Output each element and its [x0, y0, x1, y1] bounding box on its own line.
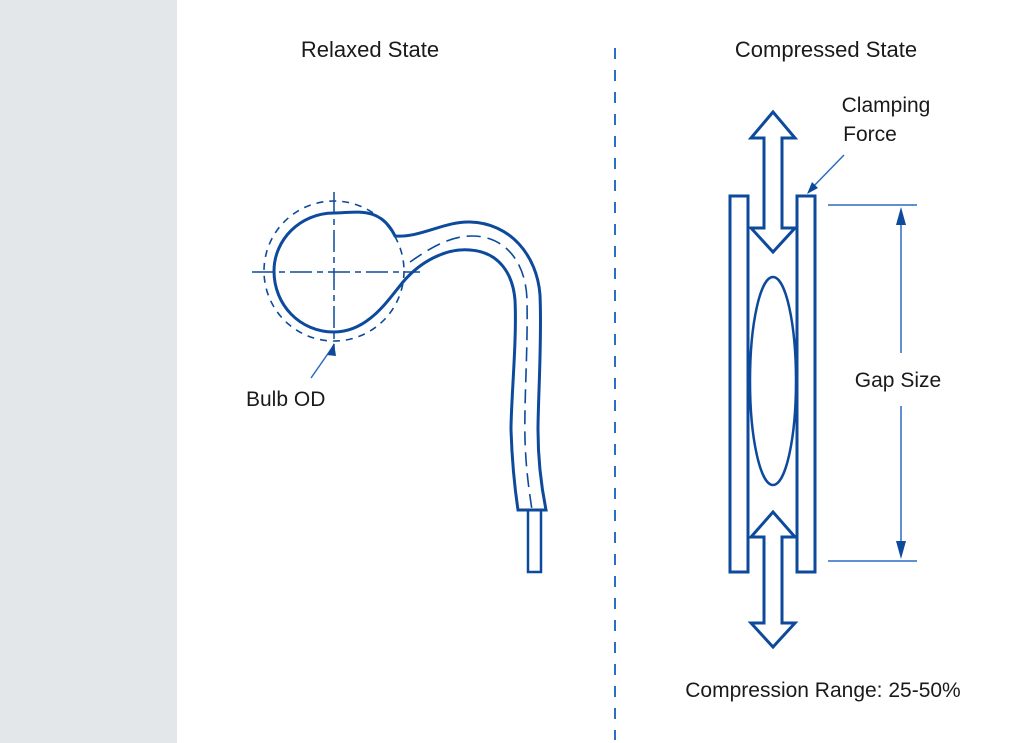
gap-dimension	[828, 204, 917, 562]
relaxed-seal	[252, 192, 548, 574]
gap-arrow-down	[896, 541, 906, 559]
clamping-label-line2: Force	[843, 123, 897, 146]
compressed-state-title: Compressed State	[735, 37, 917, 62]
relaxed-state-title: Relaxed State	[301, 37, 439, 62]
clamping-arrowhead	[807, 182, 818, 194]
bottom-force-arrow	[747, 509, 799, 650]
bulb-outline	[272, 210, 548, 512]
compressed-bulb	[748, 275, 798, 487]
compression-range-label: Compression Range: 25-50%	[685, 679, 960, 702]
bulb-od-arrowhead	[327, 343, 336, 356]
diagram-canvas	[177, 0, 1024, 743]
gap-arrow-up	[896, 207, 906, 225]
tail-centerline	[409, 235, 533, 511]
top-force-arrow	[747, 109, 799, 255]
side-panel	[0, 0, 177, 743]
clamping-label-line1: Clamping	[842, 94, 931, 117]
gap-size-label: Gap Size	[855, 369, 941, 392]
compressed-assembly	[728, 109, 817, 650]
right-plate	[795, 194, 817, 574]
tail-end	[526, 508, 543, 574]
clamping-leader	[809, 154, 845, 191]
bulb-od-label: Bulb OD	[246, 388, 325, 411]
left-plate	[728, 194, 750, 574]
